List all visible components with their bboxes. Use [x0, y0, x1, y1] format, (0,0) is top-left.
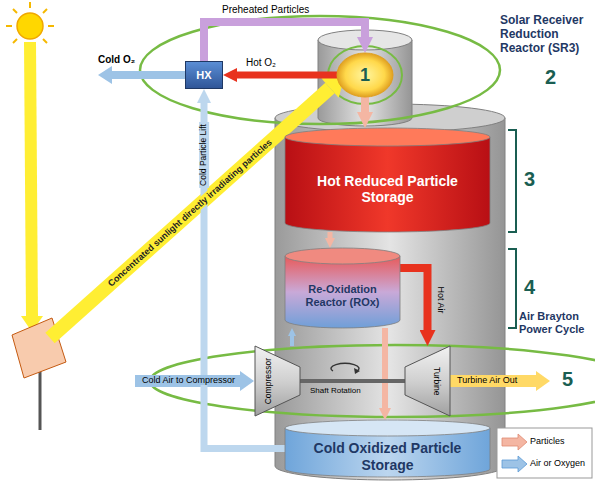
node-text-group: Re-Oxidation Reactor (ROx) — [293, 283, 393, 308]
legend-label: Air or Oxygen — [530, 458, 585, 468]
legend-box — [497, 428, 592, 478]
air-connector — [400, 268, 428, 330]
edge-label: Preheated Particles — [222, 4, 309, 16]
node-label: Cold Oxidized Particle Storage — [313, 440, 463, 472]
edge-label: Hot Air — [436, 286, 446, 313]
compressor-outline — [255, 346, 300, 416]
turbine: Turbine — [405, 346, 450, 416]
node-label: Re-Oxidation Reactor (ROx) — [293, 283, 393, 308]
exhaust-arrow — [450, 371, 550, 391]
particle-connector — [361, 97, 369, 112]
node-text-group: 1 — [360, 65, 370, 86]
callout-number: 4 — [524, 276, 535, 299]
edge-label: Shaft Rotation — [310, 386, 361, 395]
oxygen-connector — [237, 72, 337, 79]
subsystem-title: Solar Receiver Reduction Reactor (SR3) — [500, 14, 590, 55]
oxygen-arrow — [98, 66, 185, 84]
bracket — [508, 249, 516, 328]
rotation-symbol — [331, 363, 360, 374]
storage-tank: Hot Reduced Particle Storage — [285, 128, 490, 232]
edge-label: Cold Particle Lift — [199, 122, 209, 188]
node-label: HX — [196, 69, 211, 82]
node-label: 1 — [360, 65, 370, 86]
heat-exchanger: HX — [185, 61, 223, 89]
particle-connector — [204, 103, 285, 449]
particle-connector — [328, 232, 333, 238]
particle-connector — [382, 328, 388, 408]
group-ellipse — [140, 16, 500, 124]
flow-label: Turbine Air Out — [455, 375, 519, 385]
node-label: Hot Reduced Particle Storage — [313, 173, 463, 205]
node-text-group: Hot Reduced Particle Storage — [313, 173, 463, 205]
node-text-group: HX — [196, 69, 211, 82]
flow-label: Cold O₂ — [98, 54, 135, 66]
callout-number: 3 — [524, 168, 535, 191]
edge-label: Hot O₂ — [246, 57, 276, 69]
node-label: Turbine — [431, 367, 441, 396]
legend-label: Particles — [530, 436, 565, 446]
node-label: Compressor — [264, 358, 274, 404]
callout-number: 2 — [545, 66, 556, 89]
sun-beam — [21, 42, 43, 332]
flow-label: Cold Air to Compressor — [140, 375, 237, 385]
turbine-outline — [405, 346, 450, 416]
air-connector — [290, 336, 294, 346]
beam-label: Concentrated sunlight directly irradiati… — [104, 136, 275, 290]
solar-receiver: 1 — [337, 53, 393, 97]
bracket — [508, 130, 516, 232]
compressor: Compressor — [255, 346, 300, 416]
particle-connector — [204, 22, 365, 61]
subsystem-title: Air Brayton Power Cycle — [519, 310, 593, 335]
node-text-group: Compressor — [264, 358, 274, 404]
storage-tank: Cold Oxidized Particle Storage — [285, 420, 490, 477]
callout-number: 5 — [562, 368, 573, 391]
node-text-group: Cold Oxidized Particle Storage — [313, 440, 463, 472]
shaft — [300, 379, 405, 383]
air-arrow — [135, 371, 254, 391]
node-text-group: Turbine — [431, 367, 441, 396]
reactor-tank: Re-Oxidation Reactor (ROx) — [285, 248, 400, 328]
